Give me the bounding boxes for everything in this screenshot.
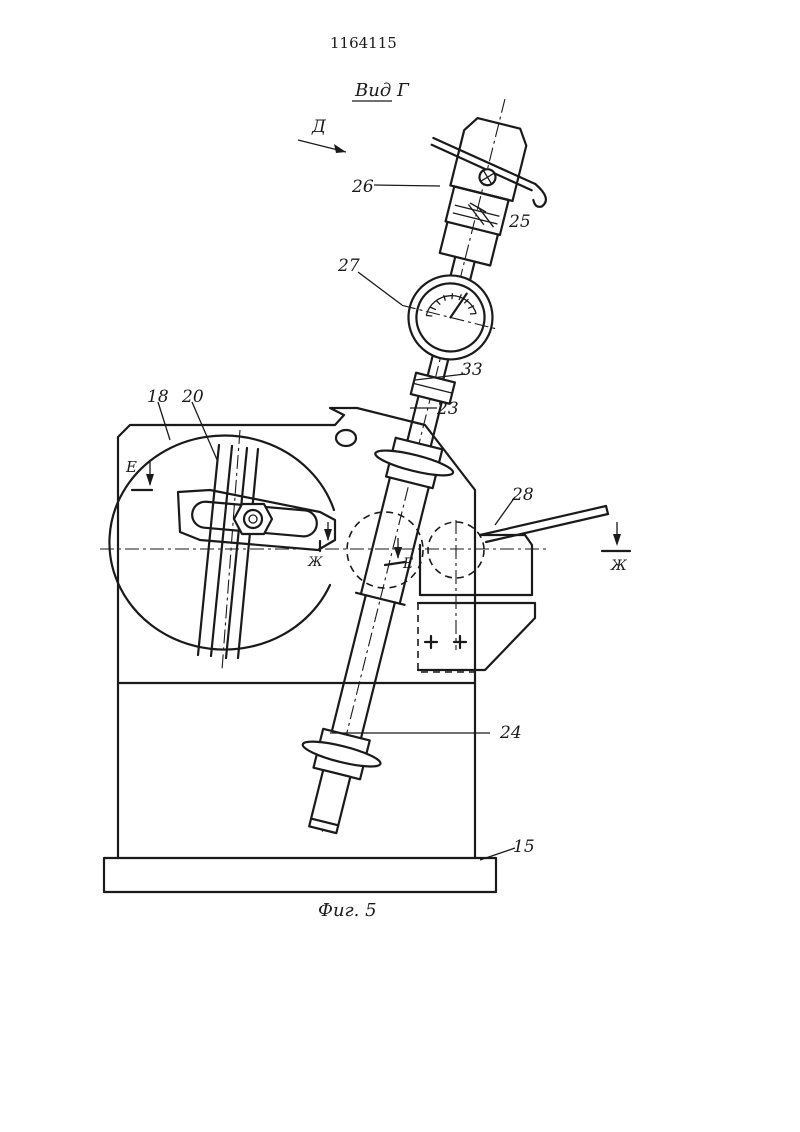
label-28: 28 [511, 485, 534, 505]
label-15: 15 [513, 837, 535, 857]
frame-18 [116, 406, 477, 860]
screw-26 [478, 168, 497, 187]
section-e-left: Е [125, 458, 154, 492]
section-zh-mid: Ж [307, 522, 332, 570]
section-zh-right-label: Ж [610, 558, 628, 574]
section-e-left-label: Е [125, 458, 137, 476]
support-28 [416, 504, 610, 673]
section-e-mid-label: Е [402, 556, 413, 572]
figure-caption: Фиг. 5 [318, 900, 377, 921]
label-20: 20 [181, 387, 204, 407]
roller-right-hidden [427, 521, 485, 579]
label-24: 24 [499, 723, 522, 743]
roller-center-hidden [346, 511, 424, 589]
view-title: Вид Г [354, 80, 410, 101]
label-26: 26 [351, 177, 374, 197]
view-arrow-d: Д [297, 117, 347, 153]
base-plate-15 [102, 856, 498, 894]
section-zh-mid-label: Ж [307, 555, 323, 570]
clamp-24 [301, 727, 382, 835]
inclined-column [301, 98, 547, 835]
mount-boss [334, 428, 358, 448]
label-27: 27 [337, 256, 360, 276]
label-18: 18 [147, 387, 169, 407]
section-zh-right: Ж [600, 522, 632, 574]
slotted-arm [176, 488, 337, 552]
leader-lines [157, 184, 516, 861]
patent-number: 1164115 [330, 34, 397, 52]
gauge-27 [401, 274, 500, 361]
head-25 [430, 116, 547, 267]
arrow-d-label: Д [311, 117, 327, 137]
disc-20 [108, 429, 336, 671]
label-23: 23 [436, 399, 459, 419]
label-25: 25 [508, 212, 531, 232]
label-33: 33 [461, 360, 483, 380]
rod-23 [330, 394, 455, 740]
